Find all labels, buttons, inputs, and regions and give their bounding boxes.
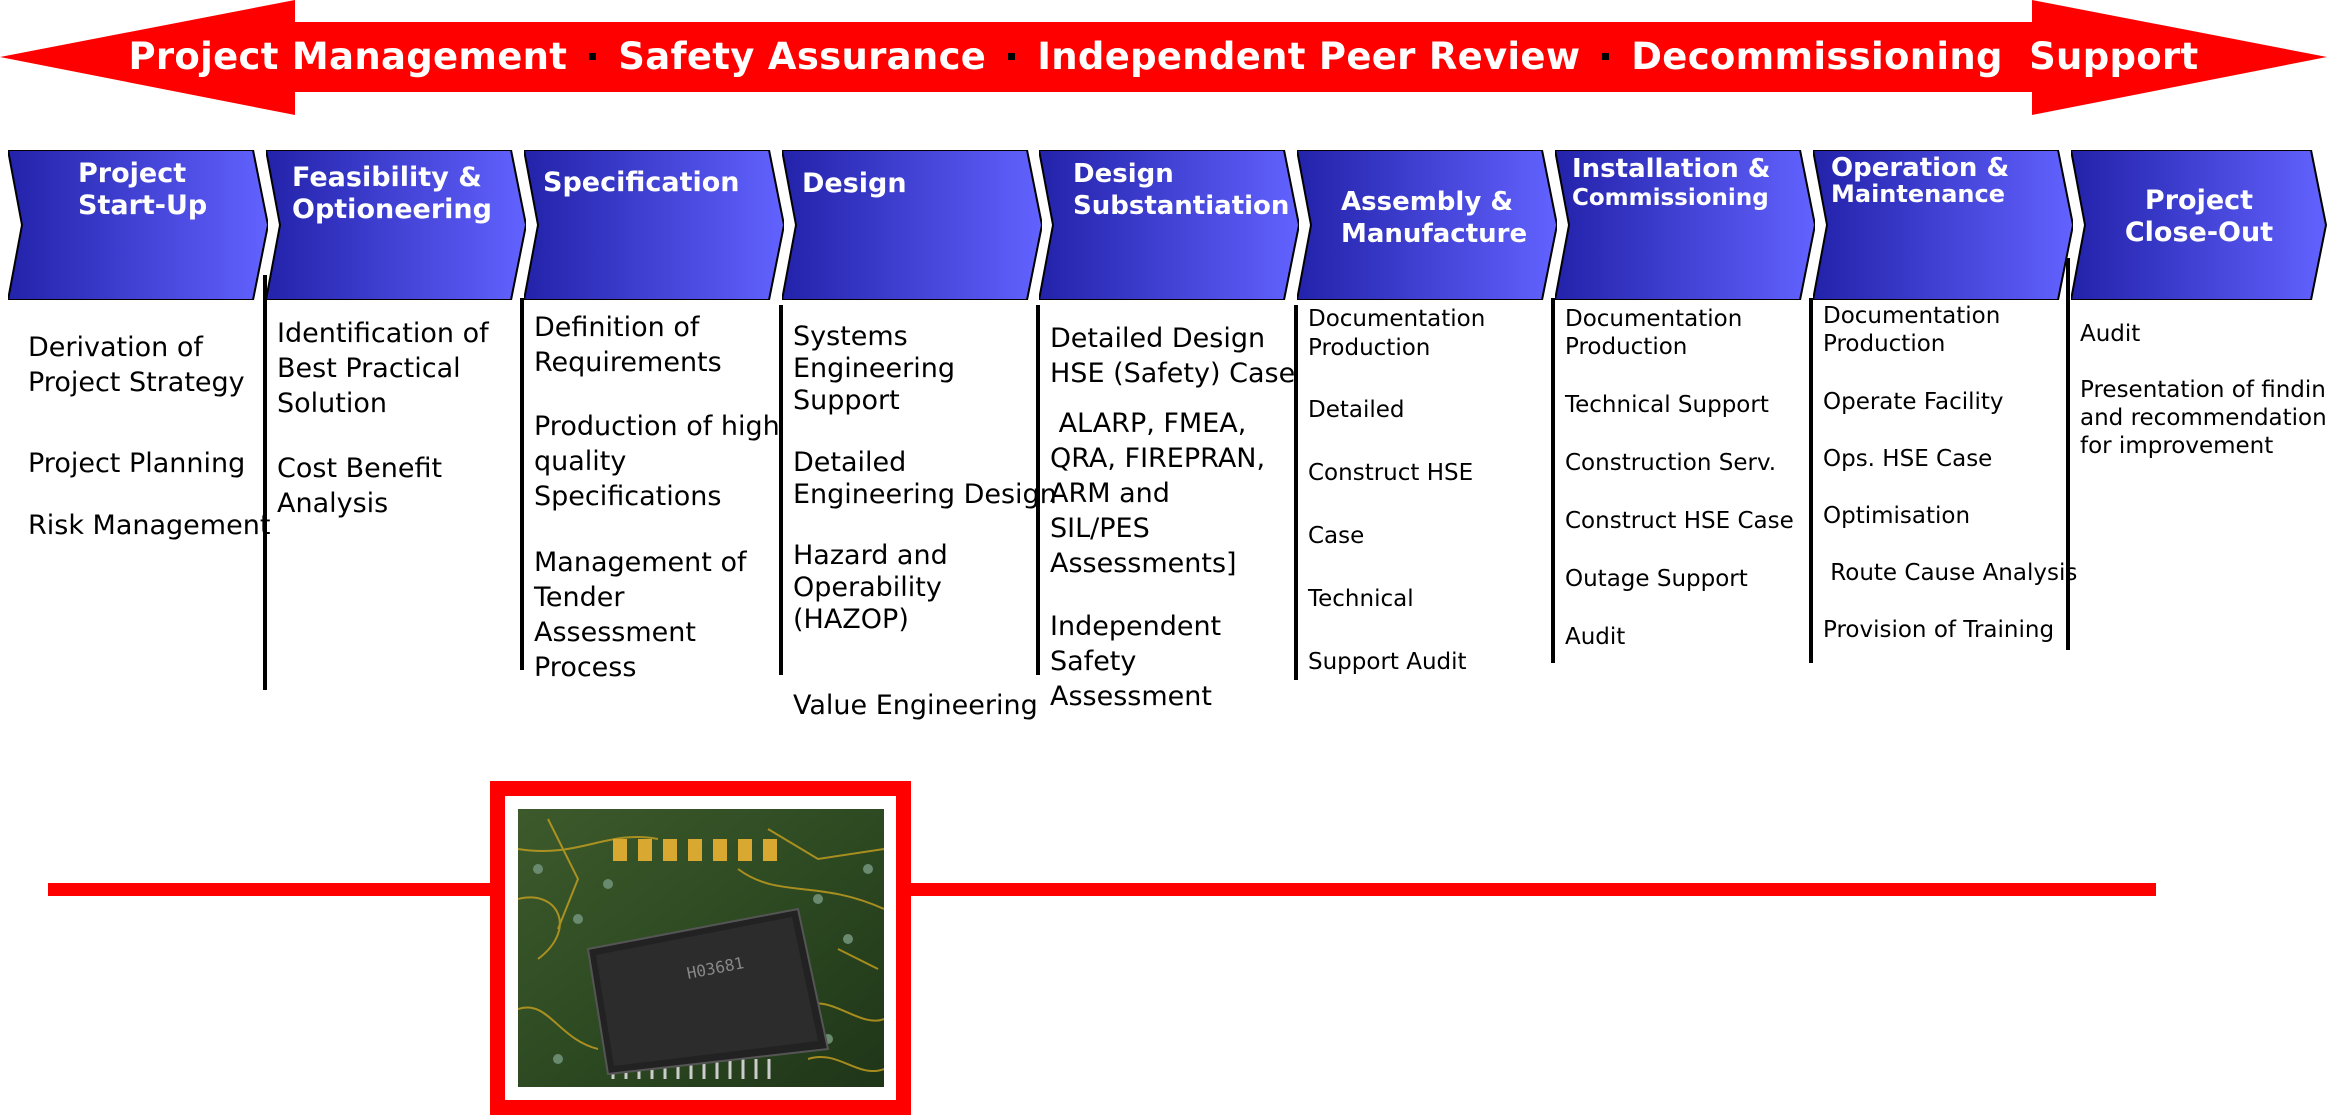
circuit-board-chip-icon: H03681: [518, 809, 884, 1087]
activity-item: Technical Support: [1565, 392, 1769, 418]
activity-item: Optimisation: [1823, 503, 1971, 529]
stage-specification: Specification: [524, 150, 784, 300]
stage-design: Design: [782, 150, 1042, 300]
stage-label: Specification: [543, 167, 740, 198]
separator-dot: [1602, 52, 1610, 60]
banner-item-safety-assurance: Safety Assurance: [618, 34, 987, 78]
column-divider: [779, 305, 783, 675]
column-divider: [520, 298, 524, 670]
activity-item: Construction Serv.: [1565, 450, 1777, 476]
banner-item-decommissioning: Decommissioning Support: [1631, 34, 2199, 78]
separator-dot: [1008, 52, 1016, 60]
stage-label: Feasibility &Optioneering: [292, 162, 492, 225]
activity-item: Technical: [1308, 586, 1414, 612]
activity-item: Risk Management: [28, 510, 271, 541]
stage-label: Operation &Maintenance: [1831, 153, 2010, 208]
stage-label: Installation &Commissioning: [1572, 154, 1771, 212]
activity-item: Provision of Training: [1823, 617, 2055, 643]
activity-item: Detailed: [1308, 397, 1405, 423]
activity-item: Support Audit: [1308, 649, 1467, 675]
stage-label: Design: [802, 168, 907, 199]
stage-operation: Operation &Maintenance: [1813, 150, 2073, 300]
stage-installation: Installation &Commissioning: [1555, 150, 1815, 300]
services-banner: Project Management Safety Assurance Inde…: [0, 0, 2327, 120]
circuit-board-image: H03681: [490, 781, 911, 1115]
double-arrow-shape: [0, 0, 2327, 115]
column-divider: [1036, 305, 1040, 675]
stage-assembly: Assembly &Manufacture: [1297, 150, 1557, 300]
activity-item: Ops. HSE Case: [1823, 446, 1993, 472]
stage-label: Assembly &Manufacture: [1341, 187, 1528, 249]
activity-item: Outage Support: [1565, 566, 1748, 592]
activity-item: Value Engineering: [793, 690, 1038, 721]
activity-item: Audit: [2080, 321, 2141, 347]
banner-item-project-management: Project Management: [128, 34, 568, 78]
column-divider: [1294, 305, 1298, 680]
banner-text: Project Management Safety Assurance Inde…: [0, 0, 2327, 112]
banner-item-peer-review: Independent Peer Review: [1037, 34, 1581, 78]
column-divider: [1551, 298, 1555, 663]
separator-dot: [589, 52, 597, 60]
column-divider: [1809, 298, 1813, 663]
stage-feasibility: Feasibility &Optioneering: [266, 150, 526, 300]
activity-item: Operate Facility: [1823, 389, 2004, 415]
activity-item: Case: [1308, 523, 1365, 549]
timeline-line: [48, 883, 2156, 896]
activity-item: Route Cause Analysis: [1823, 560, 2078, 586]
activity-item: Audit: [1565, 624, 1626, 650]
activity-item: Construct HSE: [1308, 460, 1474, 486]
activity-item: Construct HSE Case: [1565, 508, 1794, 534]
column-divider: [263, 275, 267, 690]
column-divider: [2066, 258, 2070, 650]
activity-item: Project Planning: [28, 448, 246, 479]
